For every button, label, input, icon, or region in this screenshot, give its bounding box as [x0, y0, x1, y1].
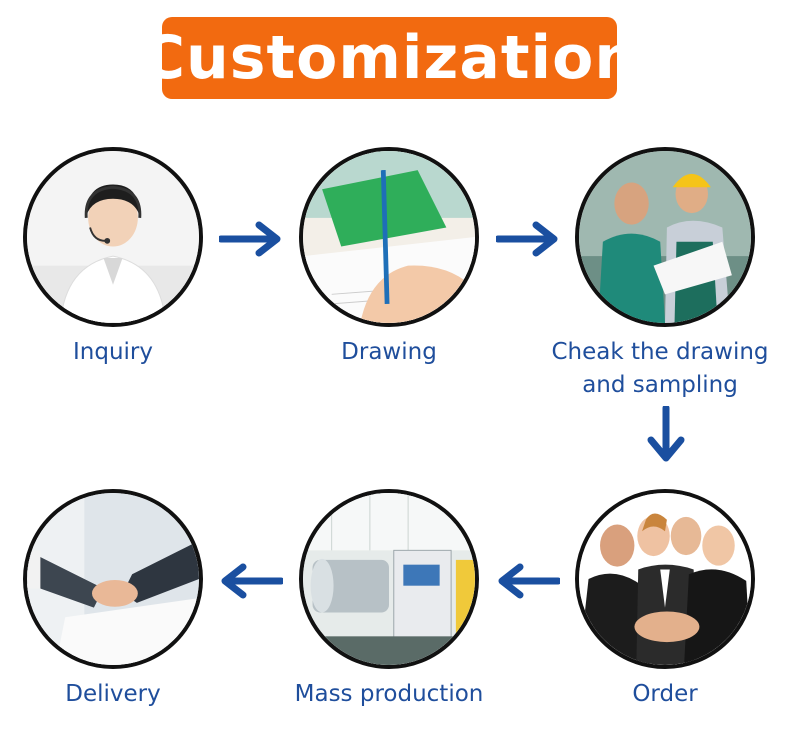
factory-machine-illustration [303, 493, 475, 665]
step-label-drawing: Drawing [299, 336, 479, 369]
order-image [575, 489, 755, 669]
hand-drawing-illustration [303, 151, 475, 323]
handshake-illustration [27, 493, 199, 665]
step-label-delivery: Delivery [23, 678, 203, 711]
step-label-check-drawing: Cheak the drawing and sampling [540, 336, 780, 402]
arrow-left-icon [496, 563, 560, 599]
arrow-down-icon [646, 406, 686, 464]
arrow-right-icon [496, 221, 560, 257]
inquiry-image [23, 147, 203, 327]
headset-agent-illustration [27, 151, 199, 323]
team-hands-illustration [579, 493, 751, 665]
step-label-inquiry: Inquiry [23, 336, 203, 369]
step-label-order: Order [575, 678, 755, 711]
mass-production-image [299, 489, 479, 669]
drawing-image [299, 147, 479, 327]
step-label-line2: and sampling [540, 369, 780, 402]
arrow-right-icon [219, 221, 283, 257]
page-title: Customization [141, 23, 638, 93]
arrow-left-icon [219, 563, 283, 599]
delivery-image [23, 489, 203, 669]
workers-reviewing-illustration [579, 151, 751, 323]
step-label-line1: Cheak the drawing [540, 336, 780, 369]
check-drawing-image [575, 147, 755, 327]
step-label-mass-production: Mass production [279, 678, 499, 711]
title-banner: Customization [162, 17, 617, 99]
